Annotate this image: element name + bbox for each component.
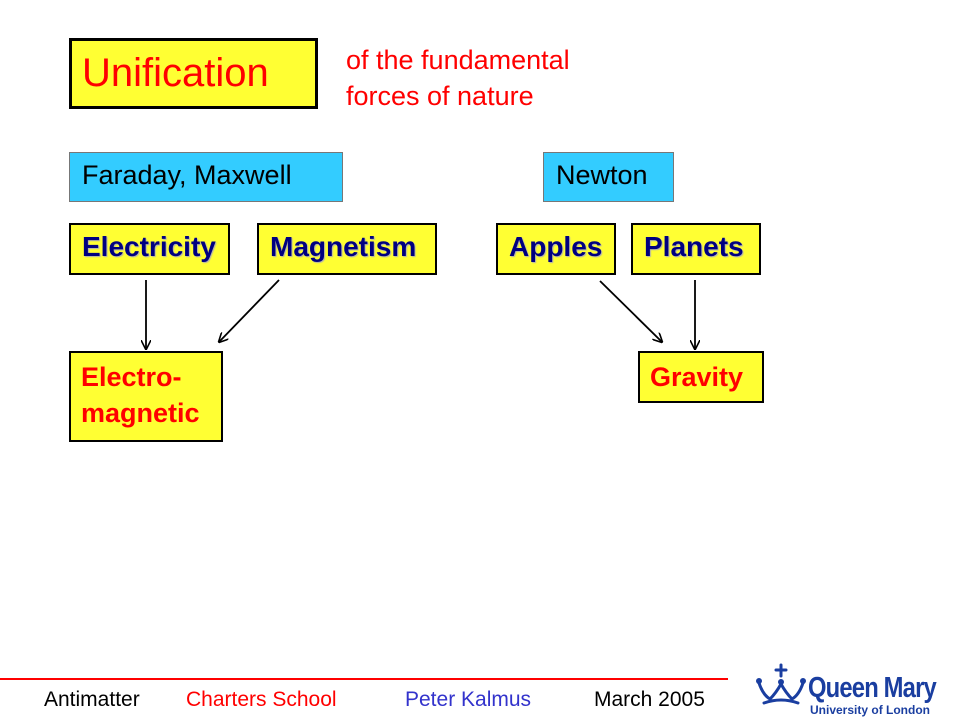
subtitle-line-2: forces of nature <box>346 81 534 111</box>
subtitle: of the fundamental forces of nature <box>346 42 570 114</box>
arrow-magnetism-to-electromagnetic <box>219 279 280 342</box>
title-box: Unification <box>69 38 318 109</box>
faraday-maxwell-label: Faraday, Maxwell <box>82 160 292 190</box>
gravity-label: Gravity <box>650 362 744 392</box>
electricity-label: Electricity <box>82 231 216 262</box>
newton-box: Newton <box>543 152 674 202</box>
footer-date: March 2005 <box>594 688 705 711</box>
newton-label: Newton <box>556 160 648 190</box>
footer-topic: Antimatter <box>44 688 140 711</box>
planets-label: Planets <box>644 231 744 262</box>
subtitle-line-1: of the fundamental <box>346 45 570 75</box>
magnetism-label: Magnetism <box>270 231 417 262</box>
faraday-maxwell-box: Faraday, Maxwell <box>69 152 343 202</box>
apples-box: Apples <box>496 223 616 275</box>
apples-label: Apples <box>509 231 603 262</box>
electromagnetic-line-2: magnetic <box>81 398 200 428</box>
logo-subname: University of London <box>810 703 930 717</box>
gravity-box: Gravity <box>638 351 764 403</box>
footer-speaker: Peter Kalmus <box>405 688 532 711</box>
crown-logo-icon <box>756 663 806 705</box>
magnetism-box: Magnetism <box>257 223 437 275</box>
page-title: Unification <box>82 51 269 95</box>
electromagnetic-line-1: Electro- <box>81 362 182 392</box>
footer-venue: Charters School <box>186 688 337 711</box>
footer-divider <box>0 678 728 680</box>
logo-name: Queen Mary <box>808 672 937 704</box>
electromagnetic-box: Electro- magnetic <box>69 351 223 442</box>
arrow-apples-to-gravity <box>599 280 662 342</box>
electricity-box: Electricity <box>69 223 230 275</box>
planets-box: Planets <box>631 223 761 275</box>
